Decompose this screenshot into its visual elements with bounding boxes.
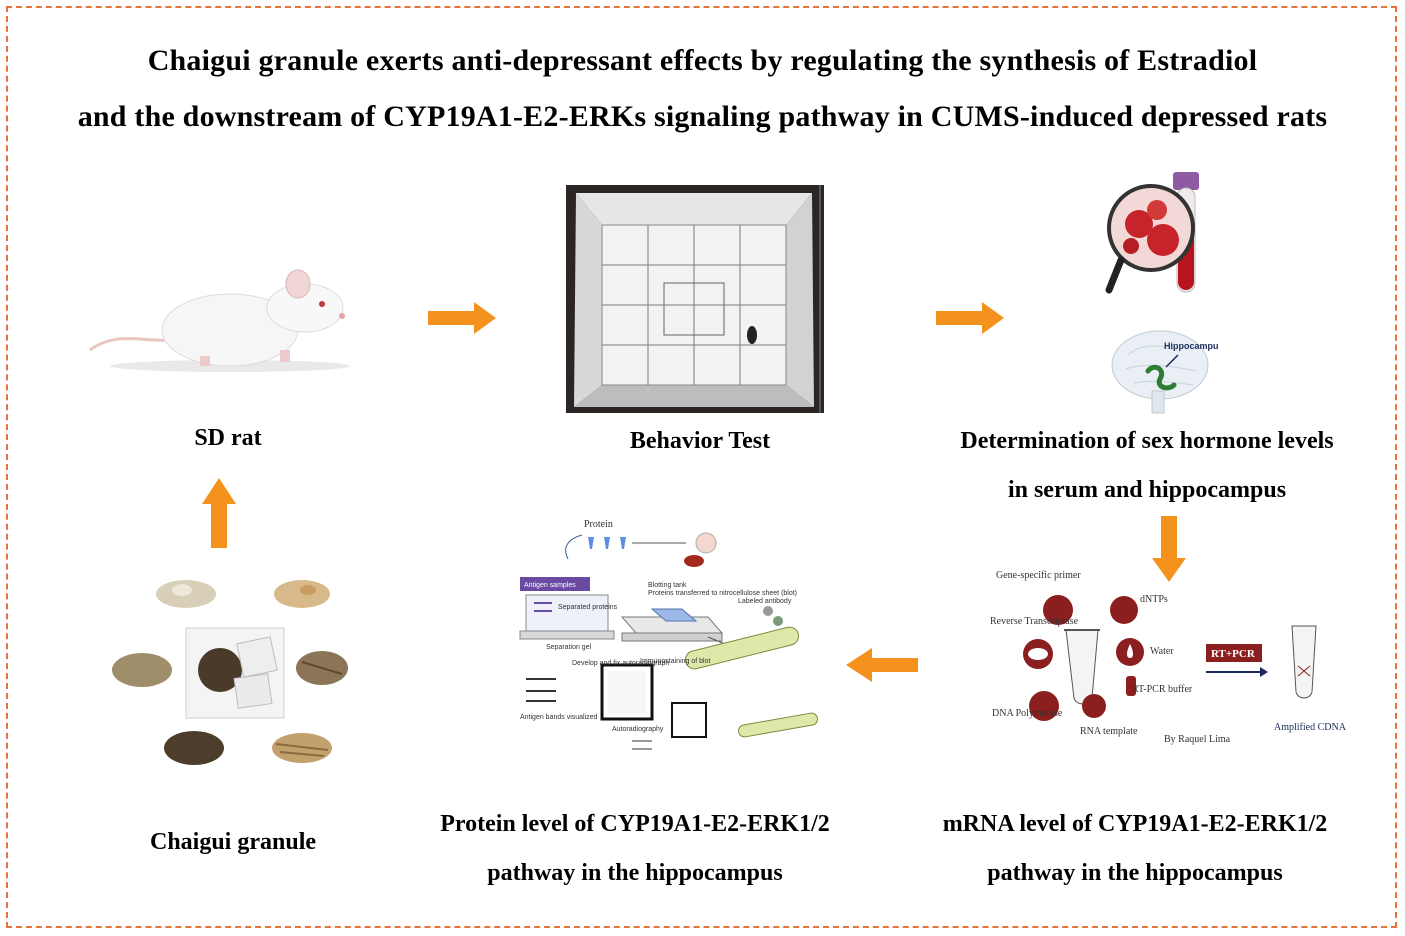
- label-behavior-test: Behavior Test: [629, 428, 771, 454]
- western-blot-schematic: Protein Antigen samples Separated protei…: [519, 519, 818, 750]
- author-label: By Raquel Lima: [1164, 734, 1231, 745]
- chaigui-granule-herbs-photo: [112, 580, 348, 765]
- open-field-box-photo: [566, 185, 824, 413]
- amplified-cdna-label: Amplified CDNA: [1274, 722, 1347, 733]
- gene-primer-label: Gene-specific primer: [996, 570, 1081, 581]
- water-label: Water: [1150, 646, 1174, 657]
- rna-template-label: RNA template: [1080, 726, 1138, 737]
- title-line-2: and the downstream of CYP19A1-E2-ERKs si…: [77, 100, 1328, 133]
- arrow-left: [846, 648, 918, 682]
- label-protein-line-2: pathway in the hippocampus: [487, 860, 783, 886]
- label-mrna-line-2: pathway in the hippocampus: [987, 860, 1283, 886]
- reverse-transcriptase-label: Reverse Transcriptase: [990, 616, 1079, 627]
- label-mrna-line-1: mRNA level of CYP19A1-E2-ERK1/2: [942, 811, 1328, 837]
- arrow-right-1: [428, 302, 496, 334]
- rt-pcr-badge: RT+PCR: [1211, 648, 1256, 660]
- labeled-antibody-label: Labeled antibody: [738, 598, 792, 605]
- rt-pcr-schematic: Gene-specific primer Reverse Transcripta…: [990, 570, 1347, 745]
- label-chaigui-granule: Chaigui granule: [149, 829, 317, 855]
- autoradiography-label: Autoradiography: [612, 726, 664, 733]
- label-sd-rat: SD rat: [194, 425, 262, 451]
- arrow-right-2: [936, 302, 1004, 334]
- arrow-down: [1152, 516, 1186, 582]
- label-protein-line-1: Protein level of CYP19A1-E2-ERK1/2: [440, 811, 830, 837]
- antigen-samples-label: Antigen samples: [524, 582, 576, 589]
- rat-illustration: [89, 269, 350, 372]
- immuno-staining-label: Immunostaining of blot: [640, 658, 710, 665]
- dntps-label: dNTPs: [1140, 594, 1168, 605]
- proteins-transferred-label: Proteins transferred to nitrocellulose s…: [648, 590, 797, 597]
- separation-gel-label: Separation gel: [546, 644, 592, 651]
- dna-polymerase-label: DNA Polymerase: [992, 708, 1063, 719]
- blood-tube-magnifier: [1105, 172, 1199, 294]
- label-hormone-line-2: in serum and hippocampus: [1007, 477, 1287, 503]
- label-hormone-line-1: Determination of sex hormone levels: [960, 428, 1334, 454]
- antigen-bands-label: Antigen bands visualized: [520, 714, 598, 721]
- protein-label: Protein: [584, 519, 613, 530]
- arrow-up: [202, 478, 236, 548]
- dashed-frame: [6, 6, 1397, 928]
- brain-hippocampus-diagram: Hippocampus: [1111, 330, 1218, 414]
- hippocampus-label: Hippocampus: [1164, 341, 1218, 351]
- title-line-1: Chaigui granule exerts anti-depressant e…: [147, 44, 1258, 77]
- blotting-tank-label: Blotting tank: [648, 582, 687, 589]
- separated-proteins-label: Separated proteins: [558, 604, 618, 611]
- develop-fix-label: Develop and fix autoradiograph: [572, 660, 669, 667]
- rtpcr-buffer-label: RT-PCR buffer: [1132, 684, 1193, 695]
